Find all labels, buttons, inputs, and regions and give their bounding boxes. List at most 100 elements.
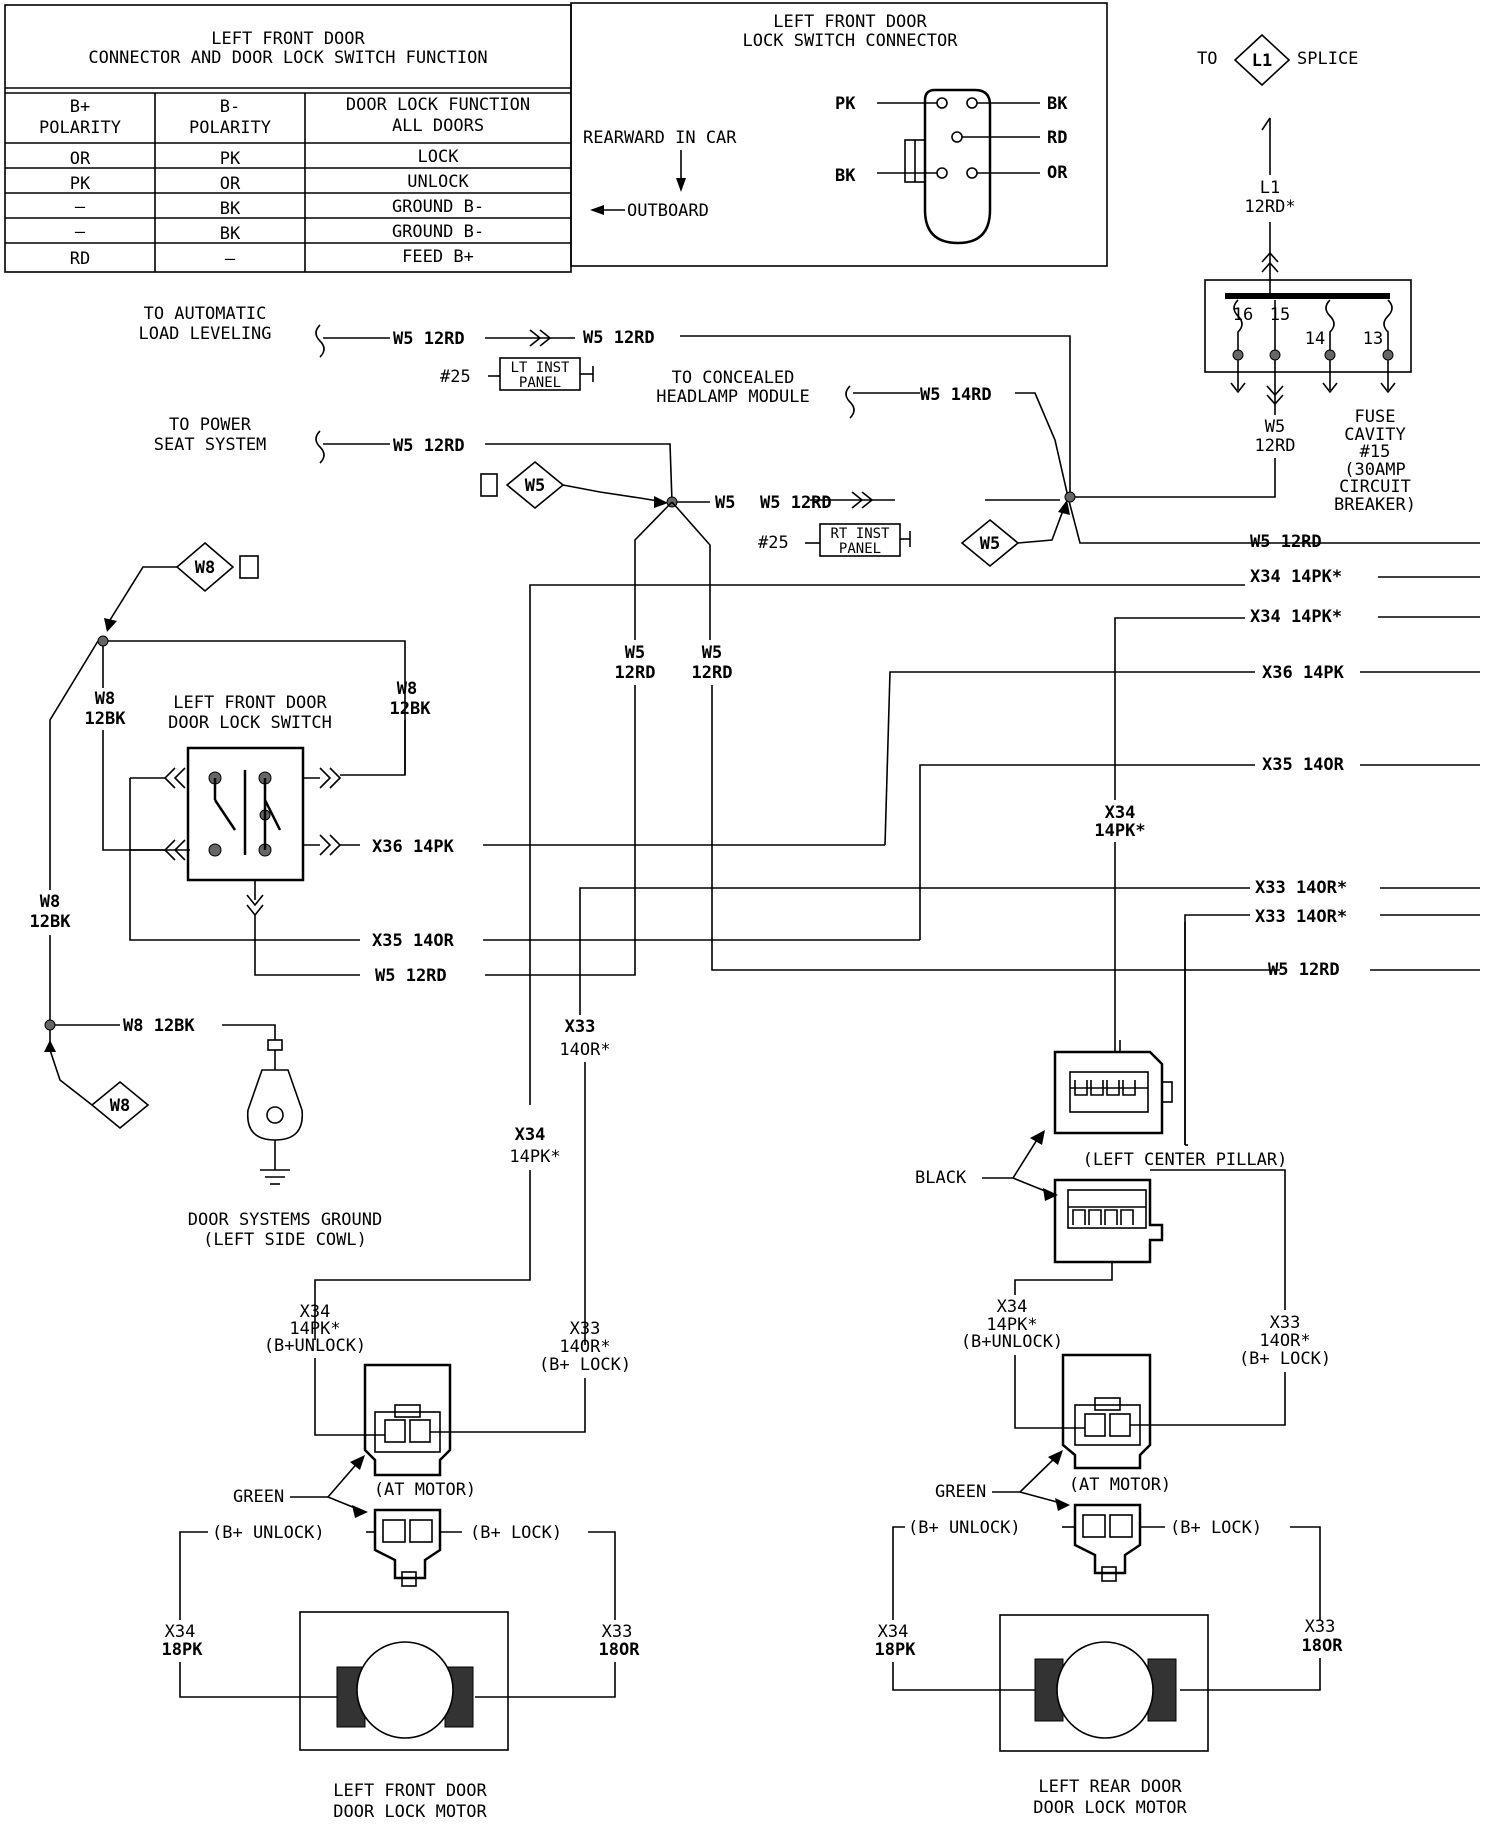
table-cell: LOCK — [418, 147, 460, 167]
lr-at-motor-connector — [1061, 1353, 1152, 1470]
switch-title: DOOR LOCK SWITCH — [168, 713, 332, 733]
lf-unlock-label: X34 — [300, 1302, 331, 1322]
w8-label: W8 — [397, 679, 417, 699]
lr-motor-label: LEFT REAR DOOR — [1038, 1777, 1182, 1797]
table-header: ALL DOORS — [392, 116, 484, 136]
lt-inst-label: PANEL — [519, 375, 561, 391]
lr-unlock-label: 14PK* — [986, 1315, 1037, 1335]
fuse-label: CAVITY — [1344, 425, 1405, 445]
auto-load-label: TO AUTOMATIC — [144, 304, 267, 324]
lf-x34-18: X34 — [165, 1622, 196, 1642]
w8-label: 12BK — [390, 699, 432, 719]
lf-at-motor-connector — [363, 1363, 452, 1477]
table-header: B- — [220, 97, 240, 117]
pillar-label: (LEFT CENTER PILLAR) — [1083, 1150, 1288, 1170]
w5-vertical: 12RD — [692, 663, 733, 683]
fuse-block — [1204, 279, 1412, 373]
b-lock-label: (B+ LOCK) — [470, 1523, 562, 1543]
lr-x33-18: 18OR — [1302, 1636, 1344, 1656]
pin-rd: RD — [1047, 128, 1067, 148]
door-lock-switch — [186, 746, 305, 882]
w5-vertical: W5 — [625, 643, 645, 663]
table-cell: UNLOCK — [407, 172, 469, 192]
function-table: LEFT FRONT DOOR CONNECTOR AND DOOR LOCK … — [4, 4, 572, 273]
b-unlock-label: (B+ UNLOCK) — [908, 1518, 1021, 1538]
connector-title: LEFT FRONT DOOR — [773, 12, 927, 32]
fuse-terminal: 13 — [1363, 329, 1383, 349]
table-cell: GROUND B- — [392, 197, 484, 217]
lt-inst-label: LT INST — [510, 360, 570, 376]
lf-lock-label: 14OR* — [559, 1337, 610, 1357]
concealed-label: TO CONCEALED — [672, 368, 795, 388]
ground-label: (LEFT SIDE COWL) — [203, 1230, 367, 1250]
lr-x34-18: X34 — [878, 1622, 909, 1642]
lf-green-connector — [373, 1508, 442, 1580]
table-cell: OR — [70, 149, 91, 169]
rt-inst-label: RT INST — [830, 526, 890, 542]
wire-label: X34 14PK* — [1250, 567, 1342, 587]
lf-motor-label: LEFT FRONT DOOR — [333, 1781, 487, 1801]
lr-green-connector — [1073, 1503, 1142, 1575]
lf-x33-18: X33 — [602, 1622, 633, 1642]
right-harness: X34 14PK* X34 14PK* X36 14PK X35 14OR X3… — [529, 567, 1480, 1145]
x33-mid: X33 — [565, 1017, 596, 1037]
switch-connector-shape — [923, 88, 992, 245]
table-cell: PK — [70, 174, 91, 194]
left-rear-circuit: (LEFT CENTER PILLAR) BLACK X34 14PK* (B+… — [875, 922, 1344, 1818]
wire-label: W5 12RD — [393, 436, 465, 456]
b-lock-label: (B+ LOCK) — [1170, 1518, 1262, 1538]
concealed-label: HEADLAMP MODULE — [656, 387, 810, 407]
fuse-terminal: 15 — [1270, 305, 1290, 325]
wire-label: W5 12RD — [1250, 532, 1322, 552]
table-title-2: CONNECTOR AND DOOR LOCK SWITCH FUNCTION — [88, 48, 487, 68]
wire-label: X33 14OR* — [1255, 907, 1347, 927]
fuse-wire-gauge: 12RD — [1255, 436, 1296, 456]
connector-title-2: LOCK SWITCH CONNECTOR — [743, 31, 959, 51]
pin-bk: BK — [1047, 94, 1068, 114]
lf-unlock-label: (B+UNLOCK) — [264, 1336, 366, 1356]
splice-id: L1 — [1252, 51, 1272, 71]
wire-label: W5 12RD — [1268, 960, 1340, 980]
at-motor-label: (AT MOTOR) — [374, 1480, 476, 1500]
l1-wire: L1 — [1260, 178, 1280, 198]
wire-label: X34 14PK* — [1250, 607, 1342, 627]
lr-motor-housing — [999, 1614, 1209, 1752]
to-label: TO — [1197, 49, 1217, 69]
lr-motor-icon — [1056, 1641, 1154, 1739]
lf-motor-label: DOOR LOCK MOTOR — [333, 1802, 487, 1822]
w5-marker: W5 — [980, 534, 1000, 554]
table-header: DOOR LOCK FUNCTION — [346, 95, 530, 115]
table-cell: – — [75, 222, 86, 242]
table-cell: RD — [70, 249, 90, 269]
splice-and-fuse: TO L1 SPLICE L1 12RD* 16 15 14 13 W5 12R… — [1068, 33, 1416, 515]
table-header: POLARITY — [39, 118, 121, 138]
lf-x34-18: 18PK — [162, 1640, 204, 1660]
lf-motor-icon — [356, 1641, 454, 1739]
auto-load-label: LOAD LEVELING — [138, 324, 271, 344]
switch-title: LEFT FRONT DOOR — [173, 693, 327, 713]
table-header: B+ — [70, 97, 90, 117]
pin-pk: PK — [835, 94, 856, 114]
table-cell: GROUND B- — [392, 222, 484, 242]
fuse-wire: W5 — [1265, 417, 1285, 437]
wire-label: W5 14RD — [920, 385, 992, 405]
fuse-label: (30AMP — [1344, 460, 1405, 480]
lf-lock-label: X33 — [570, 1319, 601, 1339]
x34-center-label: 14PK* — [1094, 821, 1145, 841]
lr-lock-label: (B+ LOCK) — [1239, 1349, 1331, 1369]
lr-lock-label: X33 — [1270, 1313, 1301, 1333]
fuse-terminal: 14 — [1305, 329, 1325, 349]
connector-panel: LEFT FRONT DOOR LOCK SWITCH CONNECTOR RE… — [570, 2, 1108, 267]
w8-marker: W8 — [110, 1096, 130, 1116]
table-cell: OR — [220, 174, 241, 194]
table-cell: PK — [220, 149, 241, 169]
w8-marker: W8 — [195, 558, 215, 578]
lr-lock-label: 14OR* — [1259, 1331, 1310, 1351]
wire-label: X35 14OR — [372, 931, 455, 951]
lf-unlock-label: 14PK* — [289, 1319, 340, 1339]
fuse-label: #15 — [1360, 442, 1391, 462]
rearward-label: REARWARD IN CAR — [583, 128, 737, 148]
b-unlock-label: (B+ UNLOCK) — [212, 1523, 325, 1543]
lr-unlock-label: X34 — [997, 1297, 1028, 1317]
